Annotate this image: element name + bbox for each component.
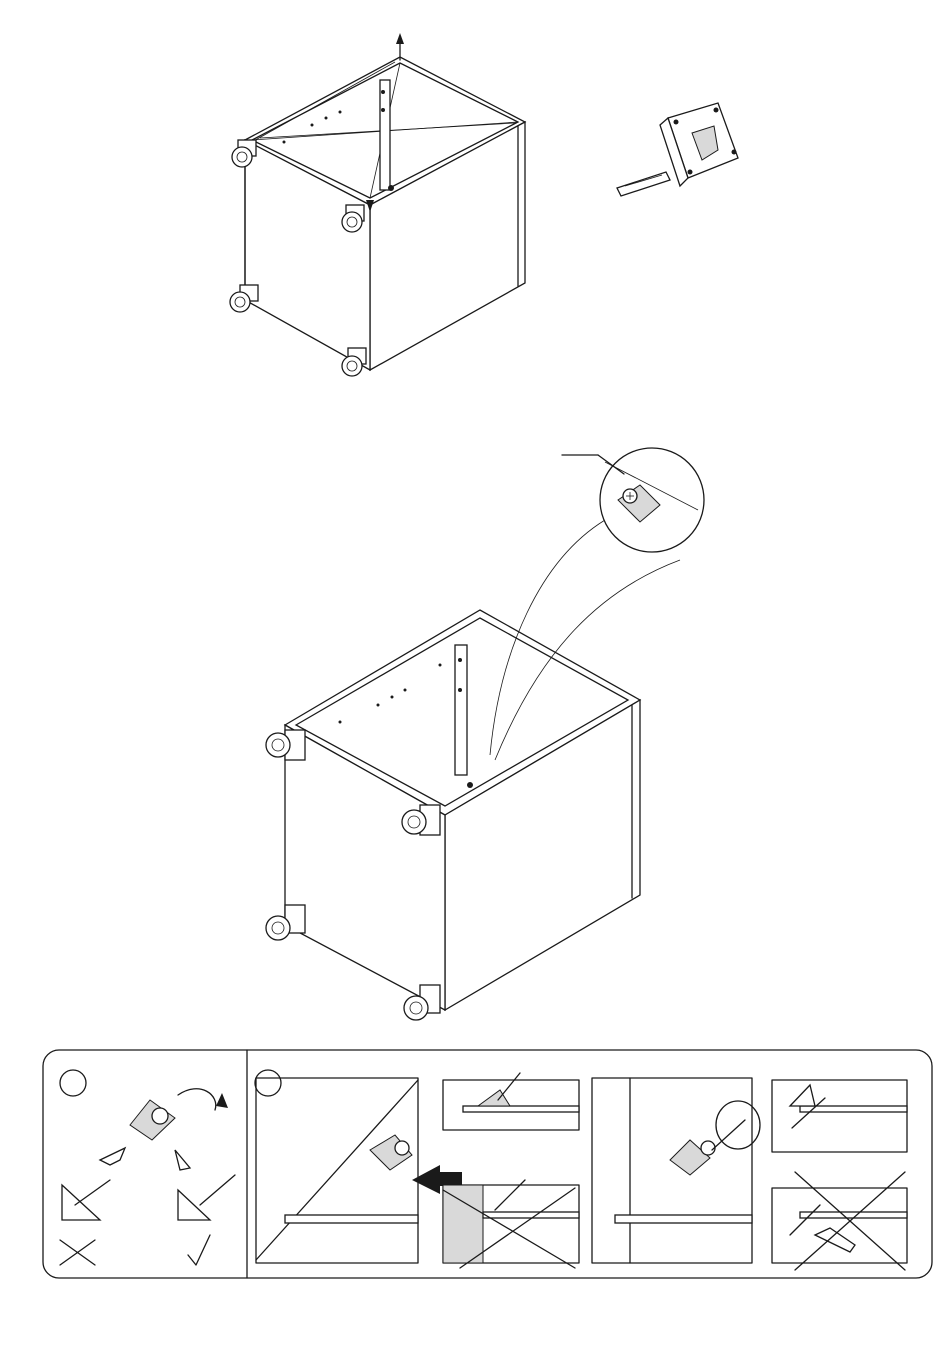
correct-check-icon [188,1235,210,1265]
caster-icon [266,905,305,940]
rotate-arrow-icon [178,1089,216,1110]
tips-panel [43,1050,932,1278]
arrow-up-icon [396,33,404,44]
caster-icon [230,285,258,312]
step-two-cabinet [266,520,680,1020]
circle-badge-icon [60,1070,86,1096]
caster-icon [266,730,305,760]
rotate-arrow-icon [716,1101,760,1149]
step-one-cabinet [230,33,525,376]
tape-measure-icon [617,103,738,196]
circle-badge-icon [255,1070,281,1096]
